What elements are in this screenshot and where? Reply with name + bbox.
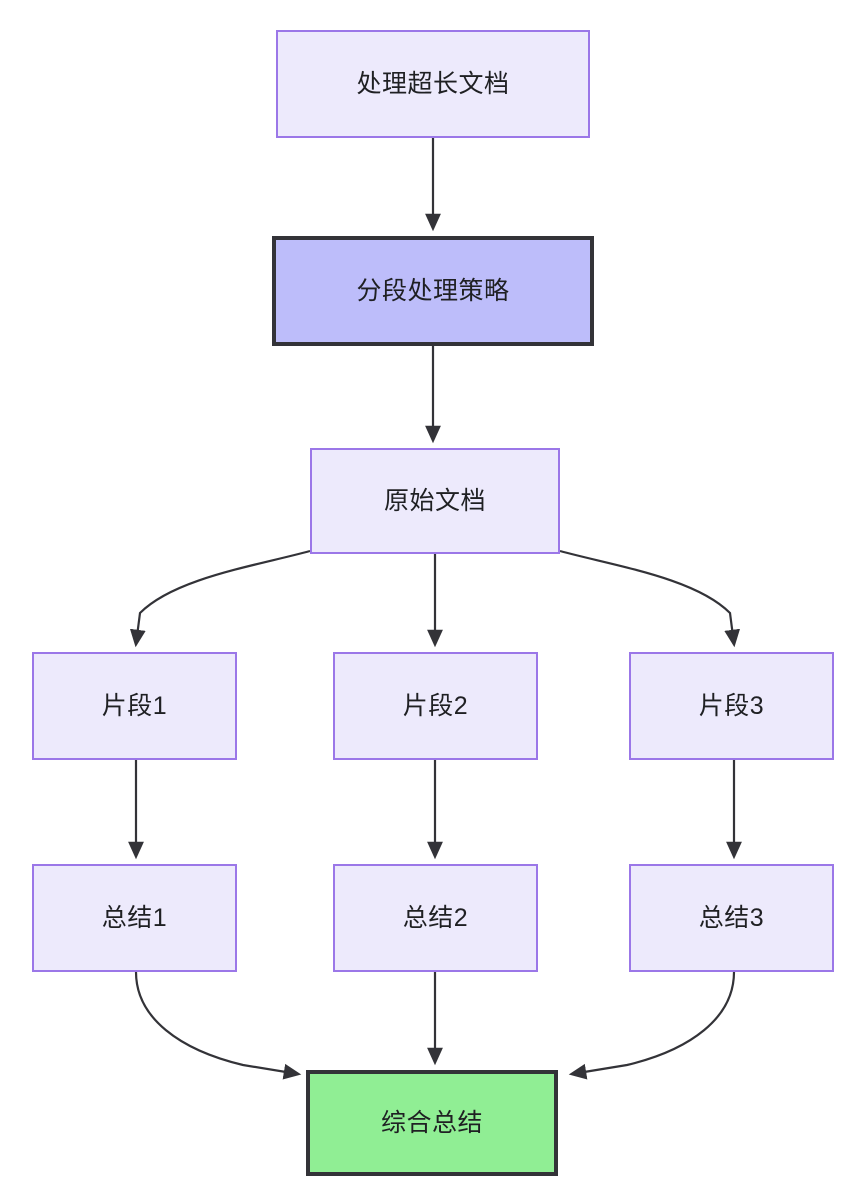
node-final-summary[interactable]: 综合总结 — [306, 1070, 558, 1176]
node-strategy-label: 分段处理策略 — [356, 277, 510, 305]
edge-summary-1-to-final — [134, 971, 302, 1080]
node-fragment-1[interactable]: 片段1 — [32, 652, 237, 760]
node-doc-task-label: 处理超长文档 — [356, 70, 510, 98]
node-fragment-3[interactable]: 片段3 — [629, 652, 834, 760]
node-strategy[interactable]: 分段处理策略 — [272, 236, 594, 346]
node-fragment-1-label: 片段1 — [101, 692, 168, 720]
node-doc-task[interactable]: 处理超长文档 — [276, 30, 590, 138]
node-summary-2-label: 总结2 — [402, 904, 469, 932]
node-summary-3[interactable]: 总结3 — [629, 864, 834, 972]
edge-summary-3-to-final — [568, 971, 736, 1080]
node-final-summary-label: 综合总结 — [380, 1109, 483, 1137]
node-fragment-2-label: 片段2 — [402, 692, 469, 720]
node-summary-3-label: 总结3 — [698, 904, 765, 932]
edge-source-doc-to-fragment-1 — [129, 549, 311, 648]
edge-source-doc-to-fragment-3 — [559, 549, 741, 648]
node-source-doc-label: 原始文档 — [383, 487, 486, 515]
node-source-doc[interactable]: 原始文档 — [310, 448, 560, 554]
node-summary-1-label: 总结1 — [101, 904, 168, 932]
node-summary-2[interactable]: 总结2 — [333, 864, 538, 972]
node-fragment-3-label: 片段3 — [698, 692, 765, 720]
node-fragment-2[interactable]: 片段2 — [333, 652, 538, 760]
node-summary-1[interactable]: 总结1 — [32, 864, 237, 972]
